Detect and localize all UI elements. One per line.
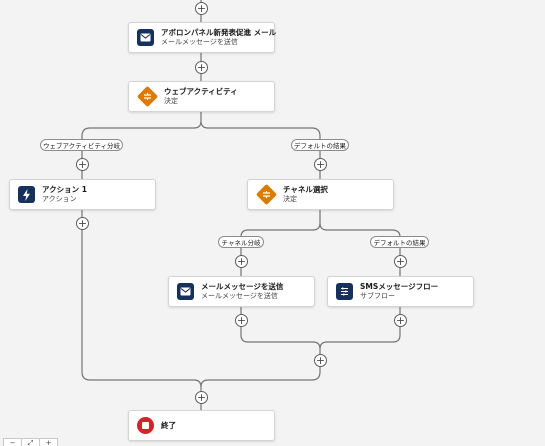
add-element-button[interactable]: + bbox=[195, 2, 208, 15]
node-sms-flow[interactable]: SMSメッセージフロー サブフロー bbox=[327, 276, 474, 307]
add-element-label: + bbox=[315, 353, 326, 367]
add-element-label: + bbox=[196, 1, 207, 15]
add-element-button[interactable]: + bbox=[314, 354, 327, 367]
add-element-button[interactable]: + bbox=[195, 391, 208, 404]
branch-label-channel[interactable]: チャネル分岐 bbox=[218, 236, 264, 248]
node-web-activity[interactable]: ウェブアクティビティ 決定 bbox=[128, 81, 275, 112]
node-title: チャネル選択 bbox=[283, 185, 328, 194]
node-channel-select[interactable]: チャネル選択 決定 bbox=[247, 179, 394, 210]
decision-icon bbox=[136, 85, 159, 108]
node-title: アクション 1 bbox=[42, 185, 87, 194]
subflow-icon bbox=[336, 283, 353, 300]
node-subtitle: サブフロー bbox=[360, 292, 395, 300]
zoom-in-button[interactable]: + bbox=[39, 438, 58, 446]
add-element-label: + bbox=[236, 254, 247, 268]
add-element-label: + bbox=[315, 157, 326, 171]
fit-view-button[interactable]: ⤢ bbox=[21, 438, 40, 446]
node-subtitle: メールメッセージを送信 bbox=[201, 292, 278, 300]
add-element-button[interactable]: + bbox=[235, 314, 248, 327]
node-subtitle: 決定 bbox=[164, 97, 178, 105]
node-action-1[interactable]: アクション 1 アクション bbox=[9, 179, 156, 210]
node-email-top[interactable]: アボロンパネル新発表促進 メール メールメッセージを送信 bbox=[128, 22, 277, 53]
add-element-label: + bbox=[77, 216, 88, 230]
add-element-button[interactable]: + bbox=[195, 61, 208, 74]
zoom-controls: − ⤢ + bbox=[3, 438, 58, 446]
node-end[interactable]: 終了 bbox=[128, 410, 275, 441]
add-element-label: + bbox=[196, 60, 207, 74]
add-element-label: + bbox=[395, 254, 406, 268]
add-element-label: + bbox=[395, 313, 406, 327]
envelope-icon bbox=[177, 283, 194, 300]
node-subtitle: 決定 bbox=[283, 195, 297, 203]
add-element-button[interactable]: + bbox=[235, 255, 248, 268]
zoom-out-button[interactable]: − bbox=[3, 438, 22, 446]
node-send-email[interactable]: メールメッセージを送信 メールメッセージを送信 bbox=[168, 276, 315, 307]
lightning-icon bbox=[18, 186, 35, 203]
node-title: SMSメッセージフロー bbox=[360, 282, 439, 291]
envelope-icon bbox=[137, 29, 154, 46]
node-title: メールメッセージを送信 bbox=[201, 282, 284, 291]
stop-icon bbox=[137, 417, 154, 434]
node-title: 終了 bbox=[161, 420, 176, 430]
decision-icon bbox=[255, 183, 278, 206]
add-element-button[interactable]: + bbox=[314, 158, 327, 171]
node-title: ウェブアクティビティ bbox=[164, 87, 238, 96]
add-element-button[interactable]: + bbox=[394, 314, 407, 327]
branch-label-default-result[interactable]: デフォルトの結果 bbox=[370, 236, 429, 248]
add-element-button[interactable]: + bbox=[76, 217, 89, 230]
node-subtitle: メールメッセージを送信 bbox=[161, 38, 238, 46]
add-element-button[interactable]: + bbox=[394, 255, 407, 268]
node-subtitle: アクション bbox=[42, 195, 77, 203]
add-element-label: + bbox=[236, 313, 247, 327]
add-element-label: + bbox=[77, 157, 88, 171]
branch-label-web-activity[interactable]: ウェブアクティビティ分岐 bbox=[40, 139, 123, 151]
branch-label-default-result[interactable]: デフォルトの結果 bbox=[291, 139, 349, 151]
node-title: アボロンパネル新発表促進 メール bbox=[161, 28, 277, 37]
add-element-label: + bbox=[196, 390, 207, 404]
add-element-button[interactable]: + bbox=[76, 158, 89, 171]
